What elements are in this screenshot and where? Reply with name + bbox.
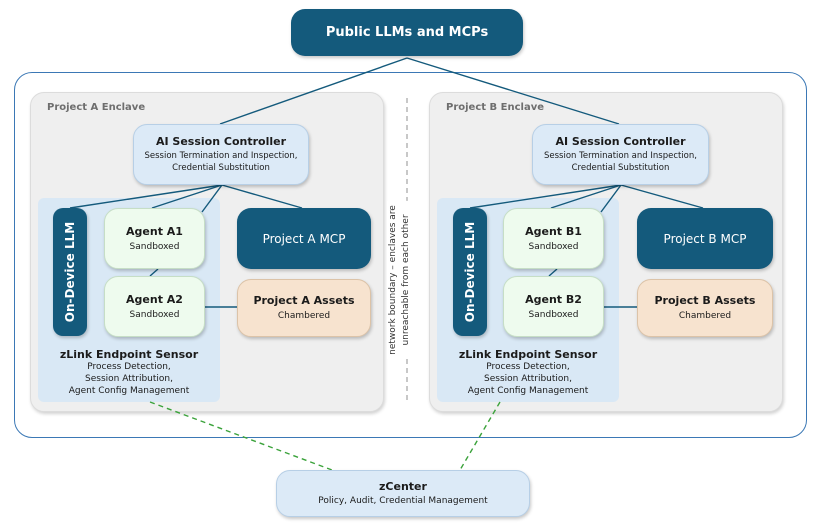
sensor-a-line3: Agent Config Management	[68, 386, 190, 396]
sensor-b-title: zLink Endpoint Sensor	[458, 348, 598, 361]
agent-b2: Agent B2 Sandboxed	[503, 276, 604, 337]
project-a-mcp-label: Project A MCP	[262, 231, 346, 246]
agent-b1: Agent B1 Sandboxed	[503, 208, 604, 269]
enclave-a-title: Project A Enclave	[47, 102, 146, 113]
agent-b1-sub: Sandboxed	[528, 241, 579, 252]
link-controller-a-llm	[69, 184, 223, 209]
project-b-assets-sub: Chambered	[678, 311, 732, 321]
agent-b2-sub: Sandboxed	[528, 309, 579, 320]
controller-a-line1: Session Termination and Inspection,	[144, 151, 298, 161]
agent-a2: Agent A2 Sandboxed	[104, 276, 205, 337]
on-device-llm-b: On-Device LLM	[453, 208, 487, 336]
agent-b1-title: Agent B1	[525, 224, 582, 238]
controller-b-line1: Session Termination and Inspection,	[544, 151, 697, 161]
link-top-controller-a	[219, 57, 408, 125]
link-top-controller-b	[406, 57, 620, 125]
controller-a: AI Session Controller Session Terminatio…	[133, 124, 309, 185]
sensor-a-line2: Session Attribution,	[85, 374, 173, 384]
sensor-b-line1: Process Detection,	[486, 362, 570, 372]
controller-b: AI Session Controller Session Terminatio…	[532, 124, 709, 185]
public-llms-node: Public LLMs and MCPs	[291, 9, 523, 56]
agent-b2-title: Agent B2	[525, 292, 582, 306]
controller-a-line2: Credential Substitution	[172, 163, 270, 173]
link-controller-b-agent-b1-right	[600, 184, 622, 213]
link-sensor-b-zcenter	[459, 401, 501, 471]
enclave-b-title: Project B Enclave	[446, 102, 544, 113]
link-controller-b-mcp	[620, 184, 704, 209]
link-agent-b1-agent-b2	[548, 268, 558, 277]
link-sensor-a-zcenter	[149, 401, 333, 471]
sensor-a-title: zLink Endpoint Sensor	[59, 348, 199, 361]
link-controller-b-agent-b1	[550, 184, 622, 209]
link-controller-a-agent-a1	[151, 184, 223, 209]
sensor-b-line2: Session Attribution,	[484, 374, 572, 384]
link-controller-a-mcp	[221, 184, 303, 209]
on-device-llm-b-label: On-Device LLM	[463, 221, 477, 323]
link-controller-a-agent-a1-right	[201, 184, 223, 213]
project-a-assets-sub: Chambered	[277, 311, 331, 321]
agent-a2-sub: Sandboxed	[129, 309, 180, 320]
project-b-assets: Project B Assets Chambered	[637, 279, 773, 337]
project-b-mcp: Project B MCP	[637, 208, 773, 269]
project-b-mcp-label: Project B MCP	[663, 231, 747, 246]
zcenter-node: zCenter Policy, Audit, Credential Manage…	[276, 470, 530, 517]
zcenter-sub: Policy, Audit, Credential Management	[318, 496, 488, 506]
project-a-mcp: Project A MCP	[237, 208, 371, 269]
project-b-assets-title: Project B Assets	[654, 294, 756, 307]
agent-a1: Agent A1 Sandboxed	[104, 208, 205, 269]
sensor-b-line3: Agent Config Management	[467, 386, 589, 396]
link-agent-a1-agent-a2	[149, 268, 159, 277]
agent-a1-sub: Sandboxed	[129, 241, 180, 252]
zcenter-title: zCenter	[379, 480, 427, 493]
controller-b-title: AI Session Controller	[555, 135, 686, 148]
network-boundary-label: network boundary – enclaves are unreacha…	[387, 201, 413, 359]
on-device-llm-a: On-Device LLM	[53, 208, 87, 336]
project-a-assets-title: Project A Assets	[253, 294, 355, 307]
agent-a1-title: Agent A1	[126, 224, 183, 238]
on-device-llm-a-label: On-Device LLM	[63, 221, 77, 323]
agent-a2-title: Agent A2	[126, 292, 183, 306]
sensor-a-line1: Process Detection,	[87, 362, 171, 372]
link-controller-b-llm	[469, 184, 622, 209]
project-a-assets: Project A Assets Chambered	[237, 279, 371, 337]
controller-a-title: AI Session Controller	[155, 135, 287, 148]
controller-b-line2: Credential Substitution	[571, 163, 670, 173]
public-llms-title: Public LLMs and MCPs	[325, 25, 489, 40]
